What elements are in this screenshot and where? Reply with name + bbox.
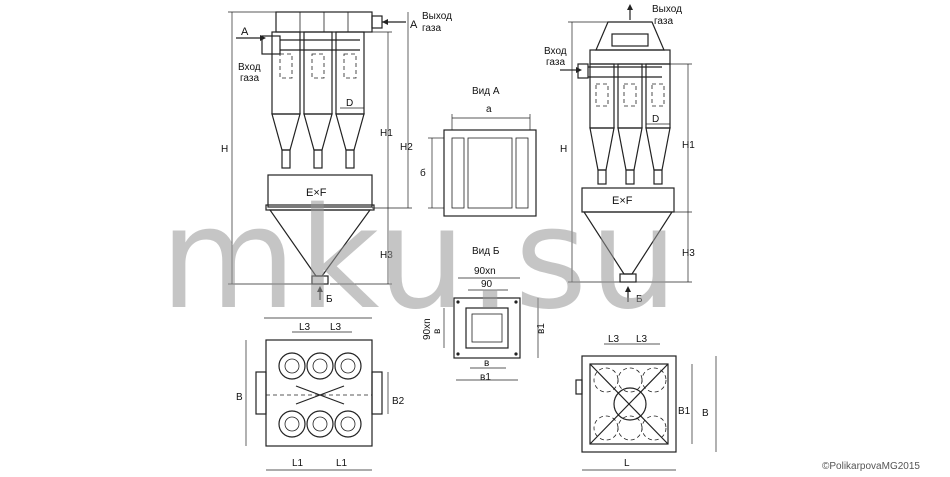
dim-H2-left: H2 xyxy=(400,142,413,153)
dim-b: б xyxy=(420,167,426,179)
arrow-b-left: Б xyxy=(326,294,333,305)
dim-B-right: B xyxy=(702,408,709,419)
dim-v1-bottom: в1 xyxy=(480,372,491,383)
gas-inlet-label-2: газа xyxy=(240,73,259,84)
dim-L3-left-b: L3 xyxy=(330,322,342,333)
dim-D-right: D xyxy=(652,114,659,125)
dim-H3-left: H3 xyxy=(380,250,393,261)
dim-L3-right-b: L3 xyxy=(636,334,648,345)
dim-L3-left-a: L3 xyxy=(299,322,311,333)
arrow-a-right: А xyxy=(410,19,418,31)
dim-D-left: D xyxy=(346,98,353,109)
dim-v1-side: в1 xyxy=(536,323,547,334)
copyright: ©PolikarpovaMG2015 xyxy=(822,461,920,472)
dim-90xn-side: 90xn xyxy=(422,318,433,340)
plan-view-left xyxy=(245,317,389,471)
dim-L-right: L xyxy=(624,458,630,469)
dim-B-left: B xyxy=(236,392,243,403)
gas-outlet-right-1: Выход xyxy=(652,4,682,15)
arrow-a-left: А xyxy=(241,26,249,38)
gas-outlet-label-1: Выход xyxy=(422,11,452,22)
dim-H-left: H xyxy=(221,144,228,155)
arrow-b-right: Б xyxy=(636,294,643,305)
view-b-title: Вид Б xyxy=(472,246,500,257)
plan-view-right xyxy=(575,343,717,471)
dim-B1-right: B1 xyxy=(678,406,691,417)
dim-B2-left: B2 xyxy=(392,396,405,407)
dim-ExF-right: E×F xyxy=(612,195,633,207)
dim-a: a xyxy=(486,104,492,115)
front-view-left xyxy=(261,11,383,285)
dim-v-side: в xyxy=(432,329,443,334)
front-view-left-dims xyxy=(228,11,412,300)
gas-inlet-right-2: газа xyxy=(546,57,565,68)
dim-H1-left: H1 xyxy=(380,128,393,139)
view-a-title: Вид А xyxy=(472,86,500,97)
view-b xyxy=(443,277,539,381)
dim-v-bottom: в xyxy=(484,358,489,369)
dim-ExF-left: E×F xyxy=(306,187,327,199)
gas-outlet-label-2: газа xyxy=(422,23,441,34)
gas-inlet-label-1: Вход xyxy=(238,62,261,73)
dim-H1-right: H1 xyxy=(682,140,695,151)
gas-inlet-right-1: Вход xyxy=(544,46,567,57)
gas-outlet-right-2: газа xyxy=(654,16,673,27)
dim-90xn-top: 90xn xyxy=(474,266,496,277)
dim-L1-left-b: L1 xyxy=(336,458,348,469)
front-view-right-dims xyxy=(560,4,692,302)
dim-H-right: H xyxy=(560,144,567,155)
dim-L3-right-a: L3 xyxy=(608,334,620,345)
dim-90-top: 90 xyxy=(481,279,493,290)
view-a xyxy=(428,114,537,217)
dim-L1-left-a: L1 xyxy=(292,458,304,469)
front-view-right xyxy=(577,21,675,283)
dim-H3-right: H3 xyxy=(682,248,695,259)
